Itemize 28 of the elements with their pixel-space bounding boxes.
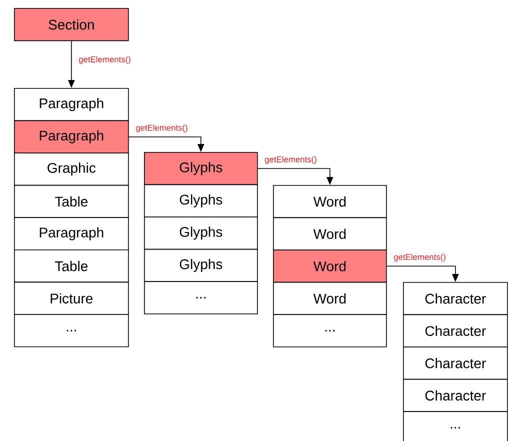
list-cell: Glyphs bbox=[144, 184, 258, 218]
list-cell: Picture bbox=[14, 282, 129, 315]
list-cell: Word bbox=[273, 184, 387, 218]
list-cell: Glyphs bbox=[144, 216, 258, 250]
list-cell: Section bbox=[14, 8, 129, 42]
edge-label: getElements() bbox=[78, 56, 130, 64]
list-cell: Glyphs bbox=[144, 152, 258, 186]
list-cell: Character bbox=[403, 282, 508, 316]
list-cell: Glyphs bbox=[144, 248, 258, 282]
list-cell: Word bbox=[273, 250, 387, 283]
edge-label: getElements() bbox=[264, 156, 316, 164]
list-cell: ... bbox=[273, 314, 387, 348]
list-cell: Paragraph bbox=[14, 88, 129, 122]
list-cell: Character bbox=[403, 314, 508, 348]
list-cell: Word bbox=[273, 217, 387, 250]
list-cell: ... bbox=[144, 281, 258, 314]
list-cell: Word bbox=[273, 282, 387, 315]
list-cell: ... bbox=[14, 314, 129, 348]
list-cell: Paragraph bbox=[14, 120, 129, 154]
list-cell: Paragraph bbox=[14, 217, 129, 250]
list-cell: Graphic bbox=[14, 152, 129, 186]
list-cell: Character bbox=[403, 346, 508, 380]
list-cell: Character bbox=[403, 378, 508, 412]
edge-label: getElements() bbox=[394, 254, 446, 262]
list-cell: Table bbox=[14, 249, 129, 283]
list-cell: Table bbox=[14, 184, 129, 218]
list-cell: ... bbox=[403, 411, 508, 441]
edge-label: getElements() bbox=[136, 124, 188, 132]
